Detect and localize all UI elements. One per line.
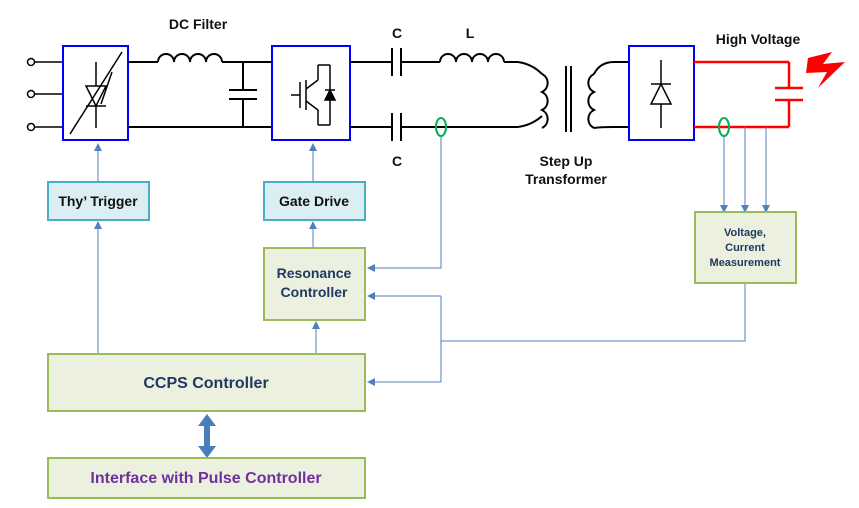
igbt-icon <box>291 64 337 126</box>
signal-lines <box>94 127 770 386</box>
thy-trigger-block: Thy’ Trigger <box>47 181 150 221</box>
resonance-controller-label-line2: Controller <box>281 284 348 300</box>
inductor-label: L <box>466 25 475 41</box>
capacitor-bottom-label: C <box>392 153 402 169</box>
transformer-label-line2: Transformer <box>525 171 607 187</box>
ccps-controller-label: CCPS Controller <box>143 375 268 392</box>
ac-input-terminals <box>26 57 63 132</box>
thy-trigger-label: Thy’ Trigger <box>58 193 138 209</box>
resonance-controller-label-line1: Resonance <box>277 265 352 281</box>
hv-rectifier-block <box>628 45 695 141</box>
measurement-label-line3: Measurement <box>710 257 781 269</box>
high-voltage-label: High Voltage <box>716 31 801 47</box>
measurement-label-line1: Voltage, <box>724 227 766 239</box>
interface-block: Interface with Pulse Controller <box>47 457 366 499</box>
hv-output <box>694 60 803 129</box>
dc-filter-label: DC Filter <box>169 16 228 32</box>
igbt-inverter-block <box>271 45 351 141</box>
ccps-controller-block: CCPS Controller <box>47 353 366 412</box>
diode-icon <box>649 60 673 128</box>
lightning-icon <box>806 52 845 88</box>
measurement-block: Voltage, Current Measurement <box>694 211 797 284</box>
resonant-tank <box>350 48 543 141</box>
capacitor-top-label: C <box>392 25 402 41</box>
step-up-transformer <box>539 61 629 132</box>
thyristor-rectifier-block <box>62 45 129 141</box>
interface-label: Interface with Pulse Controller <box>90 470 321 487</box>
gate-drive-label: Gate Drive <box>279 193 349 209</box>
resonance-controller-block: Resonance Controller <box>263 247 366 321</box>
measurement-label-line2: Current <box>725 242 765 254</box>
thyristor-icon <box>69 51 123 135</box>
transformer-label-line1: Step Up <box>540 153 593 169</box>
gate-drive-block: Gate Drive <box>263 181 366 221</box>
bidirectional-arrow-icon <box>198 414 216 458</box>
dc-filter <box>128 53 272 128</box>
